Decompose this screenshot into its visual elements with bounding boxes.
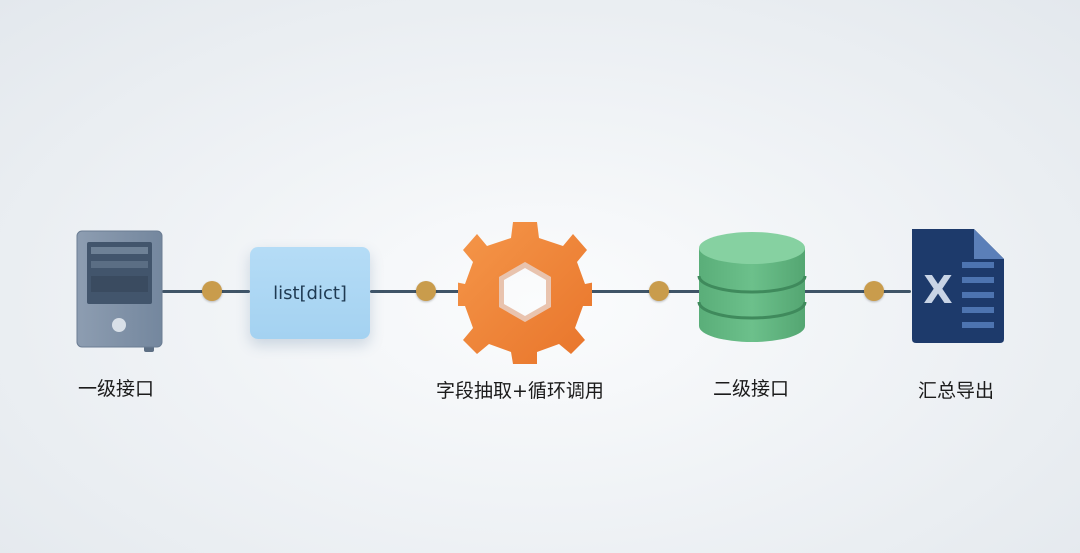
connector-3a	[585, 290, 703, 293]
connector-dot	[864, 281, 884, 301]
export-label: 汇总导出	[918, 380, 995, 402]
connector-dot	[202, 281, 222, 301]
secondary-api-node	[697, 228, 807, 348]
primary-api-node	[74, 228, 168, 358]
gear-icon	[458, 222, 592, 364]
extract-loop-node	[458, 220, 592, 364]
list-dict-box: list[dict]	[250, 247, 370, 339]
export-node: X	[908, 227, 1008, 347]
connector-dot	[649, 281, 669, 301]
connector-2a	[370, 290, 460, 293]
excel-x-text: X	[923, 268, 952, 312]
server-icon	[76, 230, 163, 352]
connector-dot	[416, 281, 436, 301]
primary-api-label: 一级接口	[78, 378, 155, 400]
database-icon	[697, 232, 807, 342]
secondary-api-label: 二级接口	[713, 378, 790, 400]
extract-loop-label: 字段抽取+循环调用	[436, 380, 604, 402]
connector-4a	[803, 290, 911, 293]
excel-icon: X	[912, 229, 1004, 343]
list-dict-text: list[dict]	[273, 282, 347, 304]
